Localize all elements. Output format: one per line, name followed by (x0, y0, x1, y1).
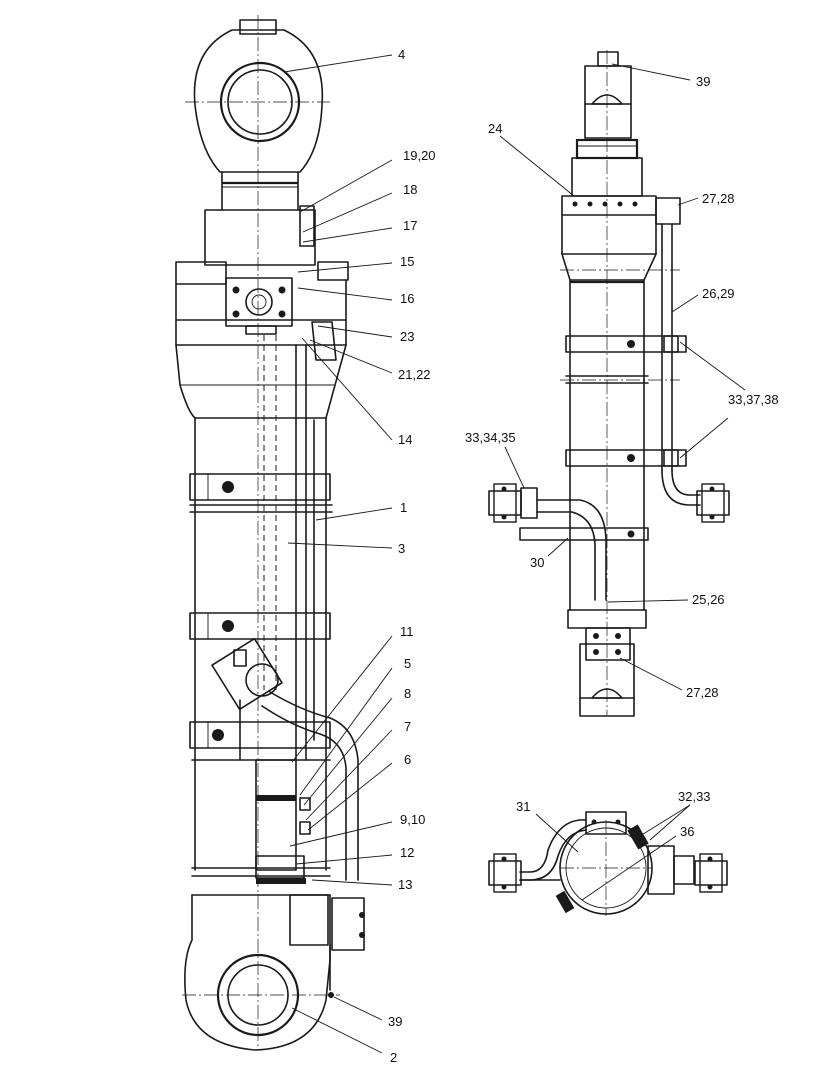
callout-33-34-35: 33,34,35 (465, 430, 516, 445)
callout-25-26: 25,26 (692, 592, 725, 607)
callout-33-37-38: 33,37,38 (728, 392, 779, 407)
callout-23: 23 (400, 329, 414, 344)
callout-30: 30 (530, 555, 544, 570)
callout-6: 6 (404, 752, 411, 767)
callout-24: 24 (488, 121, 502, 136)
cylinder-head (175, 205, 349, 419)
callout-13: 13 (398, 877, 412, 892)
leader-lines (283, 54, 746, 1054)
callout-21-22: 21,22 (398, 367, 431, 382)
callout-18: 18 (403, 182, 417, 197)
callout-26-29: 26,29 (702, 286, 735, 301)
callout-27-28-bottom: 27,28 (686, 685, 719, 700)
callout-12: 12 (400, 845, 414, 860)
callout-14: 14 (398, 432, 412, 447)
side-view (488, 50, 730, 717)
callout-8: 8 (404, 686, 411, 701)
callout-9-10: 9,10 (400, 812, 425, 827)
callout-27-28-top: 27,28 (702, 191, 735, 206)
callout-39-left: 39 (388, 1014, 402, 1029)
end-view (488, 811, 728, 916)
callout-31: 31 (516, 799, 530, 814)
rod-eye-top (193, 19, 324, 211)
callout-17: 17 (403, 218, 417, 233)
main-cylinder-view (175, 15, 365, 1051)
callout-4: 4 (398, 47, 405, 62)
callout-16: 16 (400, 291, 414, 306)
callout-39-right: 39 (696, 74, 710, 89)
callout-11: 11 (400, 624, 414, 639)
elbow-pipe (211, 637, 359, 881)
callout-32-33: 32,33 (678, 789, 711, 804)
callout-2: 2 (390, 1050, 397, 1065)
callout-19-20: 19,20 (403, 148, 436, 163)
callout-1: 1 (400, 500, 407, 515)
callout-7: 7 (404, 719, 411, 734)
cylinder-eye-bottom (184, 894, 365, 1051)
long-pipe (263, 335, 315, 761)
callout-3: 3 (398, 541, 405, 556)
lower-gland (191, 759, 331, 896)
callout-15: 15 (400, 254, 414, 269)
callout-labels: 4 19,20 18 17 15 16 23 21,22 14 1 3 11 5… (388, 47, 779, 1065)
callout-5: 5 (404, 656, 411, 671)
callout-36: 36 (680, 824, 694, 839)
